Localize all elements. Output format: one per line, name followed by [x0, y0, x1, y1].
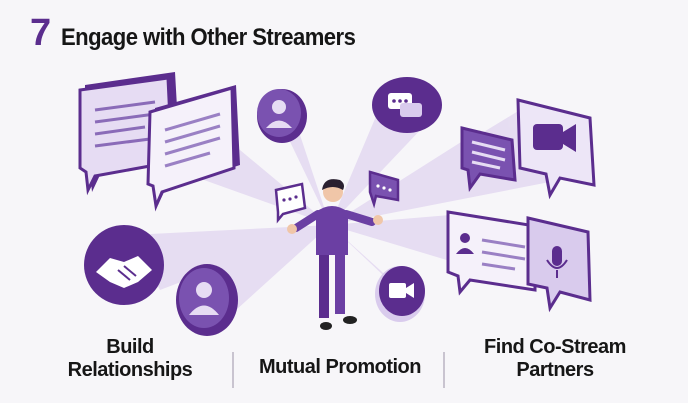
profile-card-icon: [446, 210, 537, 296]
handshake-icon: [84, 225, 164, 305]
title-text: Engage with Other Streamers: [61, 24, 356, 51]
chat-bubble-icon: [146, 85, 240, 212]
chat-bubble-icon: [368, 170, 400, 209]
label-build-relationships: Build Relationships: [67, 336, 193, 381]
divider: [443, 352, 445, 388]
video-camera-icon: [375, 266, 425, 322]
chat-bubble-icon: [274, 182, 307, 224]
video-chat-bubble-icon: [516, 98, 596, 200]
microphone-card-icon: [526, 216, 592, 313]
streamer-person: [287, 179, 383, 330]
chat-circle-icon: [372, 77, 442, 133]
label-find-co-stream-partners: Find Co-Stream Partners: [484, 336, 626, 381]
page-title: 7 Engage with Other Streamers: [30, 12, 381, 55]
label-mutual-promotion: Mutual Promotion: [259, 356, 421, 378]
step-number: 7: [30, 12, 52, 54]
user-icon: [257, 89, 307, 143]
user-icon: [176, 264, 238, 336]
chat-bubble-icon: [460, 126, 517, 193]
divider: [232, 352, 234, 388]
